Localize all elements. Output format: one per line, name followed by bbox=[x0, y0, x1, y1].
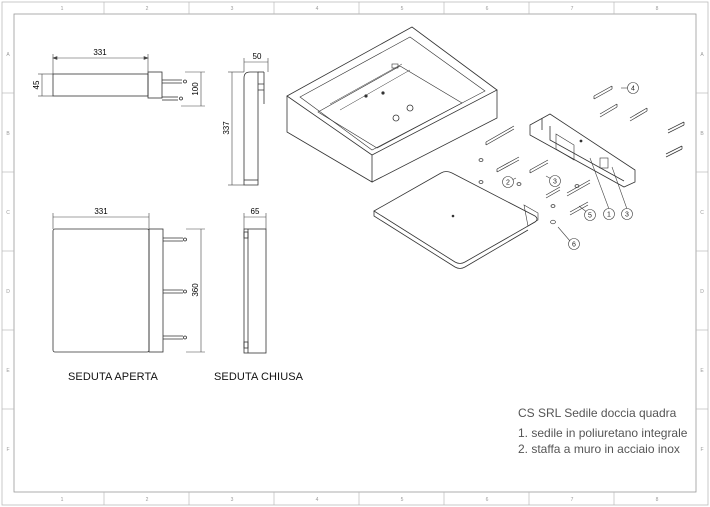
callout-label: 6 bbox=[572, 242, 576, 249]
dim-value-open-top-height: 45 bbox=[32, 80, 41, 89]
iso-frame-box bbox=[286, 26, 498, 183]
closed-seat-label: SEDUTA CHIUSA bbox=[214, 371, 304, 383]
note-bracket-material: 2. staffa a muro in acciaio inox bbox=[518, 442, 680, 456]
row-label: C bbox=[700, 210, 704, 216]
col-label: 5 bbox=[401, 6, 404, 12]
dim-open-top-width bbox=[52, 54, 149, 74]
row-label: E bbox=[700, 368, 704, 374]
iso-seat-panel bbox=[373, 171, 539, 269]
row-label: B bbox=[700, 131, 704, 137]
side-view-closed bbox=[243, 228, 267, 354]
callout-label: 4 bbox=[631, 86, 635, 93]
row-label: F bbox=[700, 447, 703, 453]
col-label: 4 bbox=[316, 497, 319, 503]
dim-closed-side-width bbox=[243, 213, 267, 229]
dim-value-closed-side-width: 65 bbox=[251, 207, 260, 216]
dim-closed-height bbox=[186, 228, 205, 353]
row-label: E bbox=[6, 368, 10, 374]
col-label: 2 bbox=[146, 6, 149, 12]
row-label: A bbox=[6, 52, 10, 58]
dim-side-width bbox=[243, 58, 269, 72]
dim-value-side-height: 337 bbox=[222, 121, 231, 135]
col-label: 6 bbox=[486, 497, 489, 503]
title-block: CS SRL Sedile doccia quadra 1. sedile in… bbox=[518, 406, 703, 458]
side-view-open bbox=[243, 71, 265, 186]
iso-fixings bbox=[478, 85, 685, 225]
row-label: D bbox=[700, 289, 704, 295]
callout-label: 3 bbox=[553, 179, 557, 186]
dim-value-open-top-depth: 100 bbox=[191, 82, 200, 96]
col-label: 6 bbox=[486, 6, 489, 12]
dim-open-top-height bbox=[38, 73, 53, 97]
iso-wall-bracket bbox=[529, 113, 636, 188]
col-label: 5 bbox=[401, 497, 404, 503]
drawing-title: CS SRL Sedile doccia quadra bbox=[518, 406, 677, 420]
callouts bbox=[502, 82, 639, 250]
row-label: F bbox=[6, 447, 9, 453]
note-seat-material: 1. sedile in poliuretano integrale bbox=[518, 426, 688, 440]
callout-label: 1 bbox=[607, 212, 611, 219]
open-seat-label: SEDUTA APERTA bbox=[68, 371, 158, 383]
col-label: 8 bbox=[656, 6, 659, 12]
col-label: 1 bbox=[61, 6, 64, 12]
dim-value-open-top-width: 331 bbox=[93, 48, 107, 57]
callout-label: 3 bbox=[625, 212, 629, 219]
closed-seat-front-view bbox=[52, 228, 187, 353]
col-label: 2 bbox=[146, 497, 149, 503]
col-label: 1 bbox=[61, 497, 64, 503]
dim-closed-width bbox=[52, 213, 150, 229]
row-label: D bbox=[6, 289, 10, 295]
row-label: B bbox=[6, 131, 10, 137]
col-label: 4 bbox=[316, 6, 319, 12]
col-label: 7 bbox=[571, 497, 574, 503]
callout-label: 5 bbox=[588, 213, 592, 220]
dim-value-closed-height: 360 bbox=[191, 283, 200, 297]
row-label: A bbox=[700, 52, 704, 58]
row-label: C bbox=[6, 210, 10, 216]
open-seat-top-view bbox=[52, 71, 187, 101]
callout-label: 2 bbox=[506, 180, 510, 187]
dim-open-top-depth bbox=[181, 71, 205, 107]
col-label: 8 bbox=[656, 497, 659, 503]
col-label: 3 bbox=[231, 6, 234, 12]
col-label: 7 bbox=[571, 6, 574, 12]
col-label: 3 bbox=[231, 497, 234, 503]
dim-value-closed-width: 331 bbox=[94, 207, 108, 216]
dim-side-height bbox=[228, 71, 244, 186]
dim-value-side-width: 50 bbox=[253, 52, 262, 61]
